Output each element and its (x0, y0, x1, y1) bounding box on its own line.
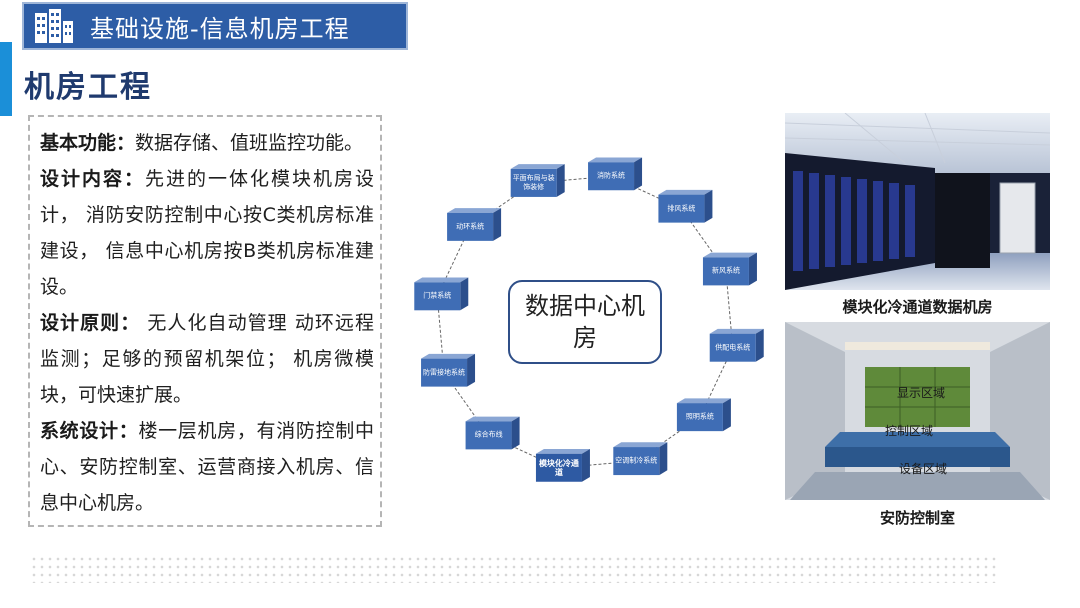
page-title: 基础设施-信息机房工程 (90, 14, 350, 43)
security-room-photo: 显示区域 控制区域 设备区域 (785, 322, 1050, 500)
paragraph-system-design: 系统设计：楼一层机房，有消防控制中心、安防控制室、运营商接入机房、信息中心机房。 (40, 413, 374, 521)
display-area-label: 显示区域 (897, 386, 946, 400)
paragraph-text: 无人化自动管理 动环远程监测；足够的预留机架位； 机房微模块，可快速扩展。 (40, 312, 374, 406)
paragraph-label: 系统设计： (40, 420, 139, 442)
paragraph-design-content: 设计内容：先进的一体化模块机房设计， 消防安防控制中心按C类机房标准建设， 信息… (40, 161, 374, 305)
paragraph-label: 设计内容： (40, 168, 145, 190)
paragraph-design-principle: 设计原则： 无人化自动管理 动环远程监测；足够的预留机架位； 机房微模块，可快速… (40, 305, 374, 413)
system-diagram: 数据中心机房 消防系统排风系统新风系统供配电系统照明系统空调制冷系统模块化冷通道… (400, 140, 780, 500)
side-accent-bar (0, 42, 12, 116)
header-bar: 基础设施-信息机房工程 (22, 2, 408, 50)
diagram-node (465, 416, 520, 450)
paragraph-text: 楼一层机房，有消防控制中心、安防控制室、运营商接入机房、信息中心机房。 (40, 420, 374, 514)
diagram-node (588, 157, 643, 191)
section-title: 机房工程 (24, 70, 152, 105)
diagram-node (535, 448, 590, 482)
equipment-area-label: 设备区域 (899, 462, 948, 476)
diagram-node (709, 328, 764, 362)
security-room-caption: 安防控制室 (879, 509, 955, 527)
diagram-node (613, 442, 668, 476)
diagram-node (658, 189, 713, 223)
control-area-label: 控制区域 (885, 424, 934, 438)
diagram-canvas (414, 157, 764, 482)
paragraph-label: 基本功能： (40, 132, 136, 154)
paragraph-text: 先进的一体化模块机房设计， 消防安防控制中心按C类机房标准建设， 信息中心机房按… (40, 168, 374, 298)
diagram-center-box: 数据中心机房 (508, 280, 662, 364)
diagram-node (510, 164, 565, 197)
diagram-node (676, 398, 731, 432)
diagram-node (447, 208, 502, 241)
paragraph-basic-function: 基本功能：数据存储、值班监控功能。 (40, 125, 374, 161)
diagram-node (702, 252, 757, 286)
dot-pattern-decoration (30, 555, 1000, 583)
cold-aisle-photo (785, 113, 1050, 290)
diagram-node (421, 353, 476, 387)
cold-aisle-caption: 模块化冷通道数据机房 (842, 298, 993, 316)
paragraph-label: 设计原则： (40, 312, 141, 334)
description-box: 基本功能：数据存储、值班监控功能。 设计内容：先进的一体化模块机房设计， 消防安… (28, 115, 382, 527)
diagram-node (414, 277, 469, 311)
paragraph-text: 数据存储、值班监控功能。 (135, 132, 364, 154)
building-icon (30, 5, 78, 47)
